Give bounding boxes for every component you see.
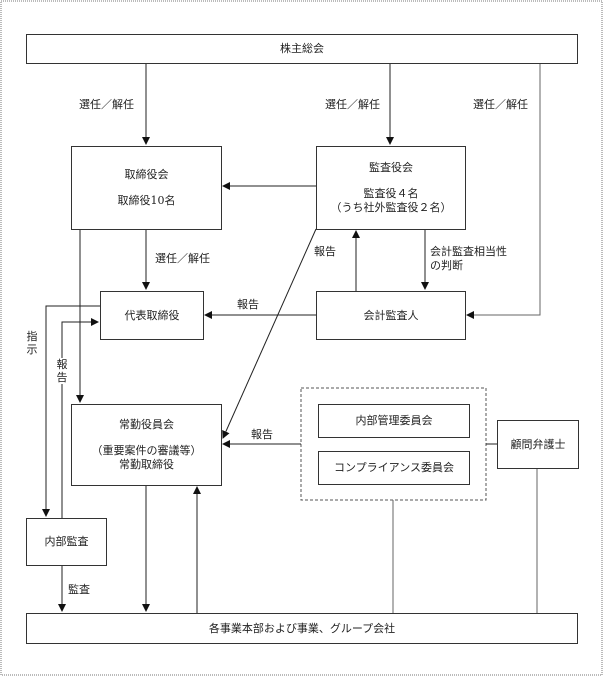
auditors-board-box: 監査役会 監査役４名 （うち社外監査役２名） (316, 146, 466, 230)
internal-audit-label: 内部監査 (44, 535, 89, 548)
label-instruction: 指示 (26, 330, 38, 356)
internal-audit-box: 内部監査 (26, 518, 107, 566)
auditors-title: 監査役会 (369, 161, 413, 174)
label-audit: 監査 (68, 583, 90, 596)
label-elect-dismiss-board: 選任／解任 (79, 98, 134, 111)
executive-detail-2: 常勤取締役 (119, 458, 174, 471)
label-elect-dismiss-representative: 選任／解任 (155, 252, 210, 265)
label-report-internal: 報告 (56, 358, 68, 384)
representative-director-box: 代表取締役 (100, 291, 204, 340)
internal-control-committee-box: 内部管理委員会 (318, 404, 470, 438)
label-accounting-suitability: 会計監査相当性 (430, 245, 507, 258)
edge-auditors-executive (222, 228, 317, 439)
label-elect-dismiss-accounting: 選任／解任 (473, 98, 528, 111)
legal-counsel-label: 顧問弁護士 (510, 437, 566, 451)
executive-committee-box: 常勤役員会 （重要案件の審議等） 常勤取締役 (71, 404, 222, 486)
board-detail: 取締役10名 (117, 194, 176, 207)
auditors-detail-1: 監査役４名 (363, 187, 419, 200)
edge-shareholders-accounting (466, 63, 541, 319)
board-title: 取締役会 (124, 168, 169, 181)
business-units-label: 各事業本部および事業、グループ会社 (208, 621, 396, 635)
business-units-box: 各事業本部および事業、グループ会社 (26, 613, 578, 644)
shareholders-meeting-label: 株主総会 (280, 42, 324, 55)
accounting-auditor-label: 会計監査人 (363, 308, 419, 322)
compliance-label: コンプライアンス委員会 (333, 461, 454, 474)
edge-instruction (42, 305, 100, 517)
auditors-detail-2: （うち社外監査役２名） (330, 201, 452, 214)
accounting-auditor-box: 会計監査人 (316, 291, 466, 340)
internal-control-label: 内部管理委員会 (355, 414, 433, 427)
shareholders-meeting-box: 株主総会 (26, 34, 578, 64)
compliance-committee-box: コンプライアンス委員会 (318, 451, 470, 485)
edge-internal-report (61, 318, 99, 518)
label-accounting-suitability-2: の判断 (430, 259, 463, 272)
executive-detail-1: （重要案件の審議等） (91, 444, 202, 457)
representative-label: 代表取締役 (124, 308, 180, 322)
label-report-committees: 報告 (251, 428, 273, 441)
executive-title: 常勤役員会 (119, 418, 174, 431)
label-report-to-representative: 報告 (237, 298, 259, 311)
label-elect-dismiss-auditors: 選任／解任 (325, 98, 380, 111)
label-report-to-auditors: 報告 (314, 245, 336, 258)
board-of-directors-box: 取締役会 取締役10名 (71, 146, 222, 230)
legal-counsel-box: 顧問弁護士 (497, 420, 579, 469)
